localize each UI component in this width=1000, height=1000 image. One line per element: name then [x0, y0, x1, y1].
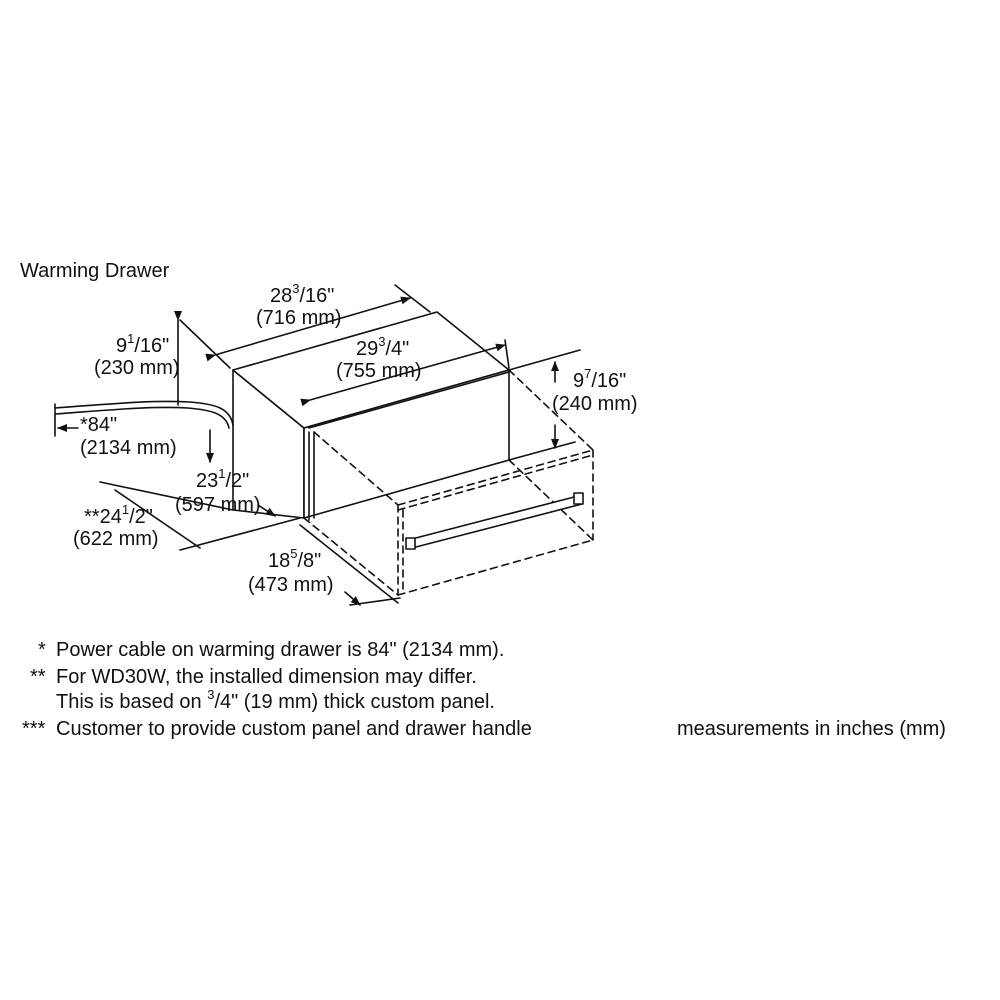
label-depth-body-mm: (597 mm): [175, 494, 261, 516]
label-depth-overall-mm: (716 mm): [256, 307, 342, 329]
label-drawer-open-in: 185/8": [268, 546, 322, 572]
label-front-height-in: 97/16": [573, 366, 627, 392]
dim-back-height: [174, 311, 214, 463]
note3-marker: ***: [22, 718, 46, 740]
note1-text: Power cable on warming drawer is 84" (21…: [56, 639, 505, 661]
label-back-height-mm: (230 mm): [94, 357, 180, 379]
note2-line1: For WD30W, the installed dimension may d…: [56, 666, 477, 688]
dim-depth-overall: [179, 284, 431, 369]
note3-text: Customer to provide custom panel and dra…: [56, 718, 532, 740]
dim-cable: [54, 403, 79, 437]
label-depth-installed-mm: (622 mm): [73, 528, 159, 550]
label-back-height-in: 91/16": [116, 331, 170, 357]
open-drawer-outline: [303, 369, 594, 596]
label-drawer-open-mm: (473 mm): [248, 574, 334, 596]
units-note: measurements in inches (mm): [677, 718, 946, 740]
label-depth-body-in: 231/2": [196, 466, 250, 492]
note2-marker: **: [30, 666, 46, 688]
label-cable-in: *84": [80, 414, 118, 436]
label-depth-overall-in: 283/16": [270, 281, 335, 307]
dim-drawer-open: [299, 524, 401, 606]
dim-front-height: [508, 349, 581, 461]
note2-line2: This is based on 3/4" (19 mm) thick cust…: [56, 687, 495, 713]
diagram-title: Warming Drawer: [20, 260, 170, 282]
power-cable: [54, 400, 234, 426]
drawer-handle: [405, 492, 584, 550]
dim-depth-body: [99, 481, 301, 551]
label-depth-installed-in: **241/2": [84, 502, 153, 528]
label-front-height-mm: (240 mm): [552, 393, 638, 415]
label-width-mm: (755 mm): [336, 360, 422, 382]
dim-width: [300, 339, 510, 407]
label-cable-mm: (2134 mm): [80, 437, 177, 459]
label-width-in: 293/4": [356, 334, 410, 360]
note1-marker: *: [38, 639, 46, 661]
